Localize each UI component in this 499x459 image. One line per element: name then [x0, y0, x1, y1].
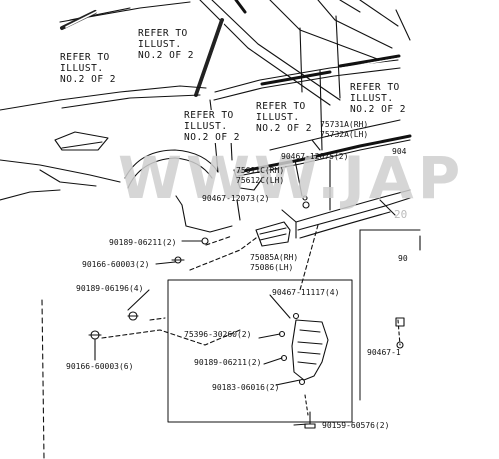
part-label-90-edge: 90 — [398, 254, 408, 263]
part-label-90467-12075: 90467-12075(2) — [281, 152, 349, 161]
part-label-90189-06211-lower: 90189-06211(2) — [194, 358, 262, 367]
part-label-75396-30260: 75396-30260(2) — [184, 330, 252, 339]
part-label-904-edge: 904 — [392, 147, 407, 156]
part-label-90467-11117: 90467-11117(4) — [272, 288, 340, 297]
refer-note-2: REFER TO ILLUST. NO.2 OF 2 — [138, 28, 194, 61]
part-label-75731a: 75731A(RH) — [320, 120, 369, 129]
refer-note-4: REFER TO ILLUST. NO.2 OF 2 — [256, 101, 312, 134]
part-label-75732a: 75732A(LH) — [320, 130, 369, 139]
watermark: WWW.JAP — [118, 144, 465, 212]
part-label-75086: 75086(LH) — [250, 263, 294, 272]
refer-note-5: REFER TO ILLUST. NO.2 OF 2 — [350, 82, 406, 115]
part-label-90189-06196: 90189-06196(4) — [76, 284, 144, 293]
part-label-20-edge: 20 — [394, 208, 408, 221]
part-label-90166-60003-upper: 90166-60003(2) — [82, 260, 150, 269]
refer-note-1: REFER TO ILLUST. NO.2 OF 2 — [60, 52, 116, 85]
part-label-90183-06016: 90183-06016(2) — [212, 383, 280, 392]
part-label-90467-edge: 90467-1 — [367, 348, 401, 357]
part-label-90189-06211-upper: 90189-06211(2) — [109, 238, 177, 247]
part-label-90159-60576: 90159-60576(2) — [322, 421, 390, 430]
refer-note-3: REFER TO ILLUST. NO.2 OF 2 — [184, 110, 240, 143]
part-label-75611c: 75611C(RH) — [236, 166, 285, 175]
part-label-75612c: 75612C(LH) — [236, 176, 285, 185]
part-label-90467-12073: 90467-12073(2) — [202, 194, 270, 203]
part-label-75085a: 75085A(RH) — [250, 253, 299, 262]
part-label-90166-60003-lower: 90166-60003(6) — [66, 362, 134, 371]
